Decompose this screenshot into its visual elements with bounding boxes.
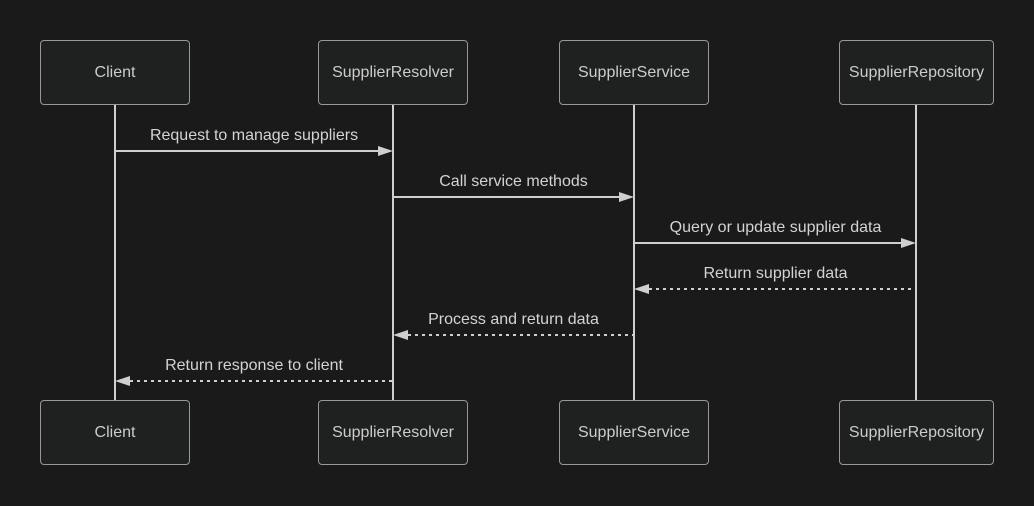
arrowhead-left-icon	[115, 376, 130, 386]
participant-label: SupplierService	[577, 423, 691, 441]
arrowhead-right-icon	[619, 192, 634, 202]
participant-box-supplier-service-top: SupplierService	[559, 40, 709, 105]
participant-label: Client	[94, 63, 136, 81]
message-line-dotted	[408, 334, 634, 336]
message-label: Return supplier data	[703, 265, 848, 282]
message-line-solid	[393, 196, 626, 198]
participant-label: Client	[94, 423, 136, 441]
message-label: Request to manage suppliers	[149, 127, 359, 144]
message-line-dotted	[130, 380, 393, 382]
lifeline-client	[114, 105, 116, 400]
lifeline-supplier-repository	[915, 105, 917, 400]
arrowhead-left-icon	[393, 330, 408, 340]
message-line-solid	[634, 242, 908, 244]
participant-box-supplier-resolver-top: SupplierResolver	[318, 40, 468, 105]
arrowhead-right-icon	[378, 146, 393, 156]
participant-label: SupplierResolver	[332, 423, 454, 441]
message-label: Process and return data	[428, 311, 599, 328]
message-line-solid	[115, 150, 385, 152]
participant-box-supplier-repository-bottom: SupplierRepository	[839, 400, 994, 465]
lifeline-supplier-service	[633, 105, 635, 400]
message-label: Query or update supplier data	[669, 219, 882, 236]
participant-label: SupplierRepository	[848, 63, 985, 81]
message-label: Call service methods	[439, 173, 588, 190]
participant-label: SupplierService	[577, 63, 691, 81]
lifeline-supplier-resolver	[392, 105, 394, 400]
participant-box-supplier-repository-top: SupplierRepository	[839, 40, 994, 105]
arrowhead-left-icon	[634, 284, 649, 294]
participant-box-client-bottom: Client	[40, 400, 190, 465]
participant-box-supplier-service-bottom: SupplierService	[559, 400, 709, 465]
participant-box-supplier-resolver-bottom: SupplierResolver	[318, 400, 468, 465]
arrowhead-right-icon	[901, 238, 916, 248]
participant-label: SupplierResolver	[332, 63, 454, 81]
participant-box-client-top: Client	[40, 40, 190, 105]
message-label: Return response to client	[165, 357, 343, 374]
message-line-dotted	[649, 288, 916, 290]
participant-label: SupplierRepository	[848, 423, 985, 441]
